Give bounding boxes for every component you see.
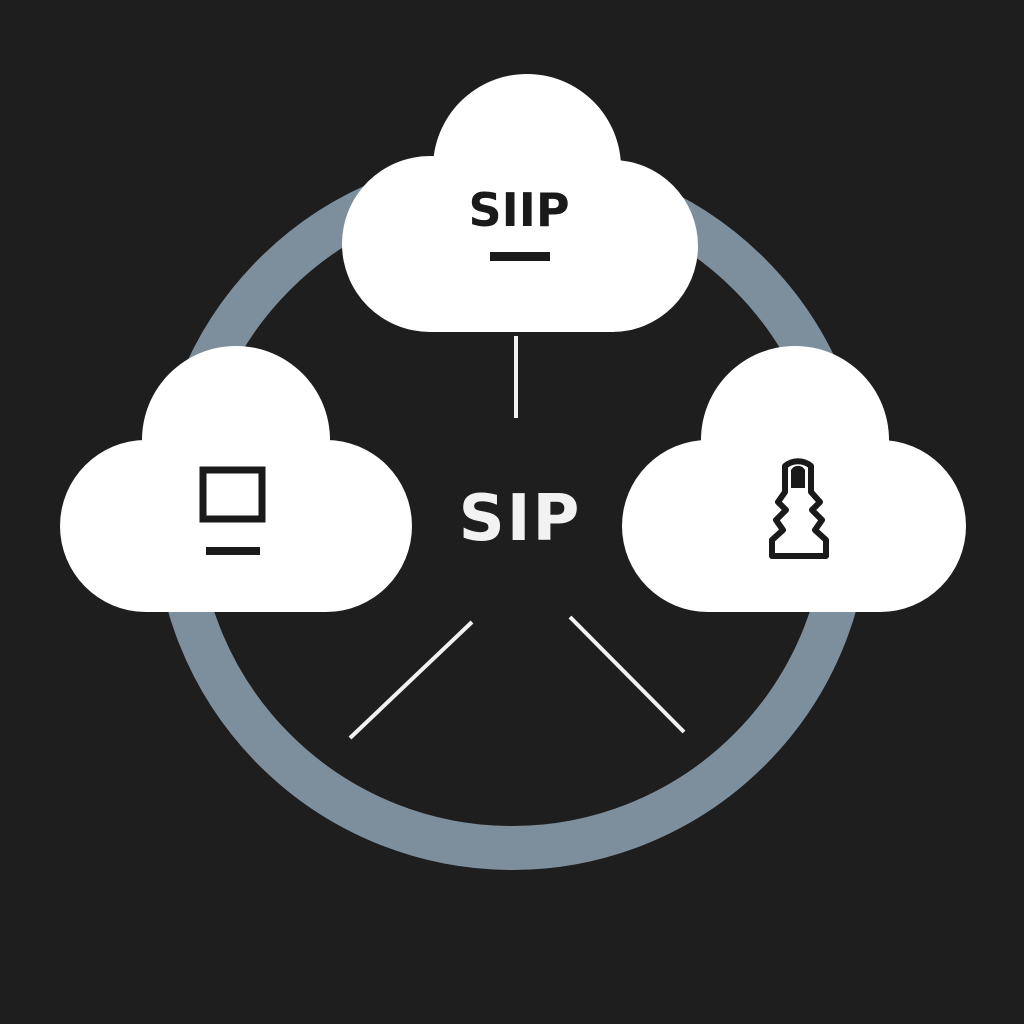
cloud-top-label: SIIP [468,183,569,237]
cloud-left-shape [60,346,412,612]
cloud-right-shape [622,346,966,612]
dash-icon [490,252,550,261]
center-label: SIP [459,482,582,556]
connectors [348,336,686,740]
cloud-top: SIIP [342,74,698,332]
cloud-right [622,346,966,612]
connector-bottom-right [568,615,686,734]
cloud-left [60,346,412,612]
computer-monitor-icon [199,466,266,555]
connector-bottom-left [348,620,474,740]
keyhole-lock-icon [769,458,829,559]
